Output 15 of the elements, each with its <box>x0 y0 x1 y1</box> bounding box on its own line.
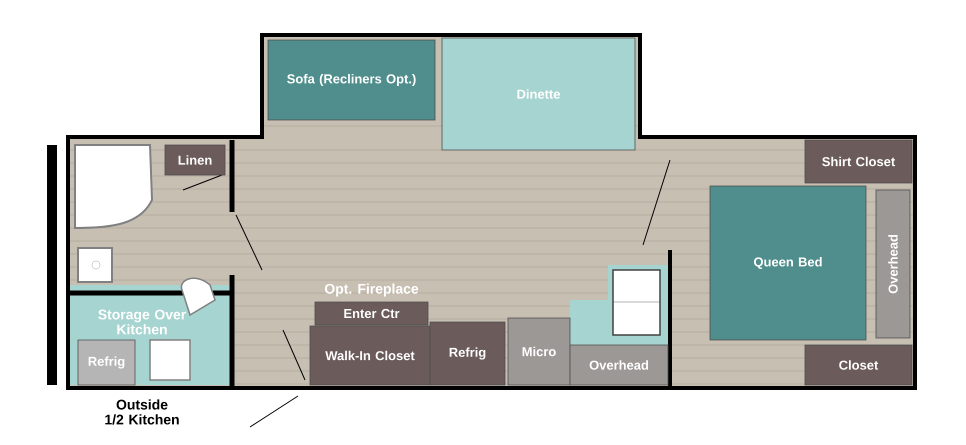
dinette-block: Dinette <box>442 38 636 150</box>
cabinet-block: Shirt Closet <box>804 140 912 184</box>
furniture-block: Queen Bed <box>710 186 866 340</box>
cabinet-block: Enter Ctr <box>314 302 428 326</box>
appliance-block: Overhead <box>876 190 910 338</box>
cabinet-block: Linen <box>164 144 226 176</box>
cabinet-block: Closet <box>804 344 912 386</box>
room-label: Opt. Fireplace <box>324 283 418 296</box>
room-label: Storage Over Kitchen <box>98 310 186 334</box>
furniture-block: Sofa (Recliners Opt.) <box>268 40 436 120</box>
appliance-block: Refrig <box>78 340 136 386</box>
room-label: Outside 1/2 Kitchen <box>105 399 179 425</box>
cabinet-block: Refrig <box>430 322 506 386</box>
appliance-block: Micro <box>508 318 570 386</box>
appliance-block: Overhead <box>570 344 668 386</box>
